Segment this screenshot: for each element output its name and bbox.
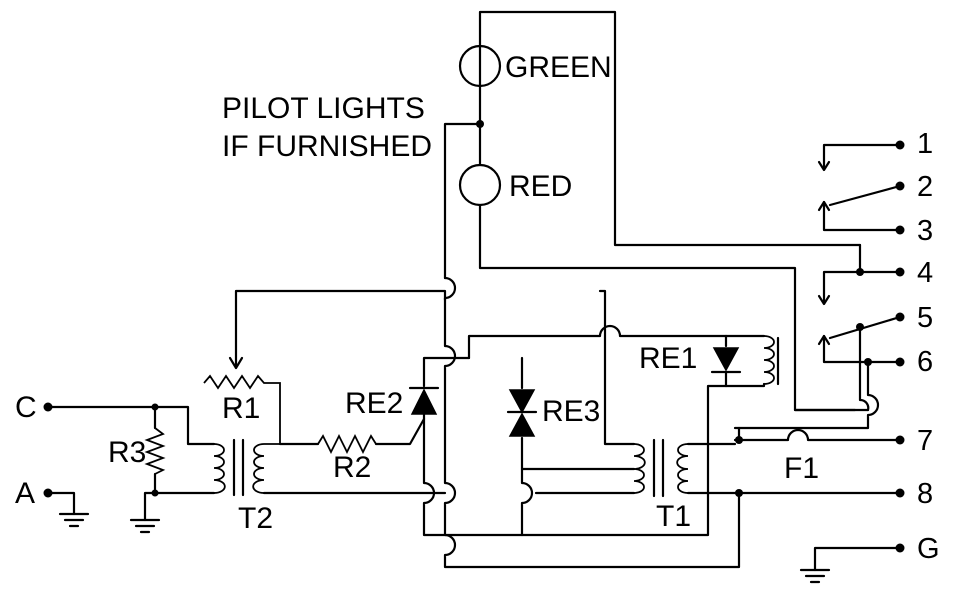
terminal-1: 1	[917, 128, 933, 160]
t1-transformer	[534, 438, 902, 498]
terminal-4: 4	[917, 257, 933, 289]
r3-label: R3	[108, 436, 146, 469]
terminal-g: G	[917, 533, 940, 565]
g-terminal-ground	[799, 546, 902, 584]
t2-transformer	[213, 438, 265, 497]
if-furnished-label: IF FURNISHED	[222, 130, 432, 163]
re3-diode-pair	[506, 389, 538, 437]
a-terminal-label: A	[15, 477, 35, 510]
r3-resistor	[144, 427, 166, 475]
terminal-3: 3	[917, 215, 933, 247]
input-section	[43, 402, 216, 534]
t2-label: T2	[238, 502, 273, 535]
relay-contacts	[733, 143, 902, 430]
pilot-lights-label: PILOT LIGHTS	[222, 92, 425, 125]
t1-label: T1	[656, 500, 691, 533]
f1-label: F1	[784, 452, 819, 485]
re3-label: RE3	[542, 395, 600, 428]
r2-label: R2	[333, 451, 371, 484]
terminal-5: 5	[917, 302, 933, 334]
f1-fuse	[733, 426, 902, 444]
terminal-labels: 1 2 3 4 5 6 7 8 G	[895, 128, 940, 565]
r1-label: R1	[222, 392, 260, 425]
terminal-2: 2	[917, 171, 933, 203]
terminal-7: 7	[917, 425, 933, 457]
c-terminal-label: C	[15, 391, 37, 424]
terminal-8: 8	[917, 478, 933, 510]
re1-relay-coil	[710, 334, 780, 388]
red-pilot-light	[458, 163, 502, 207]
red-label: RED	[509, 170, 572, 203]
re1-label: RE1	[639, 342, 697, 375]
r2-resistor	[262, 417, 447, 495]
green-label: GREEN	[505, 51, 612, 84]
re2-diode	[408, 386, 440, 415]
center-wiring	[422, 276, 741, 569]
r1-potentiometer	[203, 289, 447, 445]
terminal-6: 6	[917, 346, 933, 378]
re2-label: RE2	[345, 387, 403, 420]
